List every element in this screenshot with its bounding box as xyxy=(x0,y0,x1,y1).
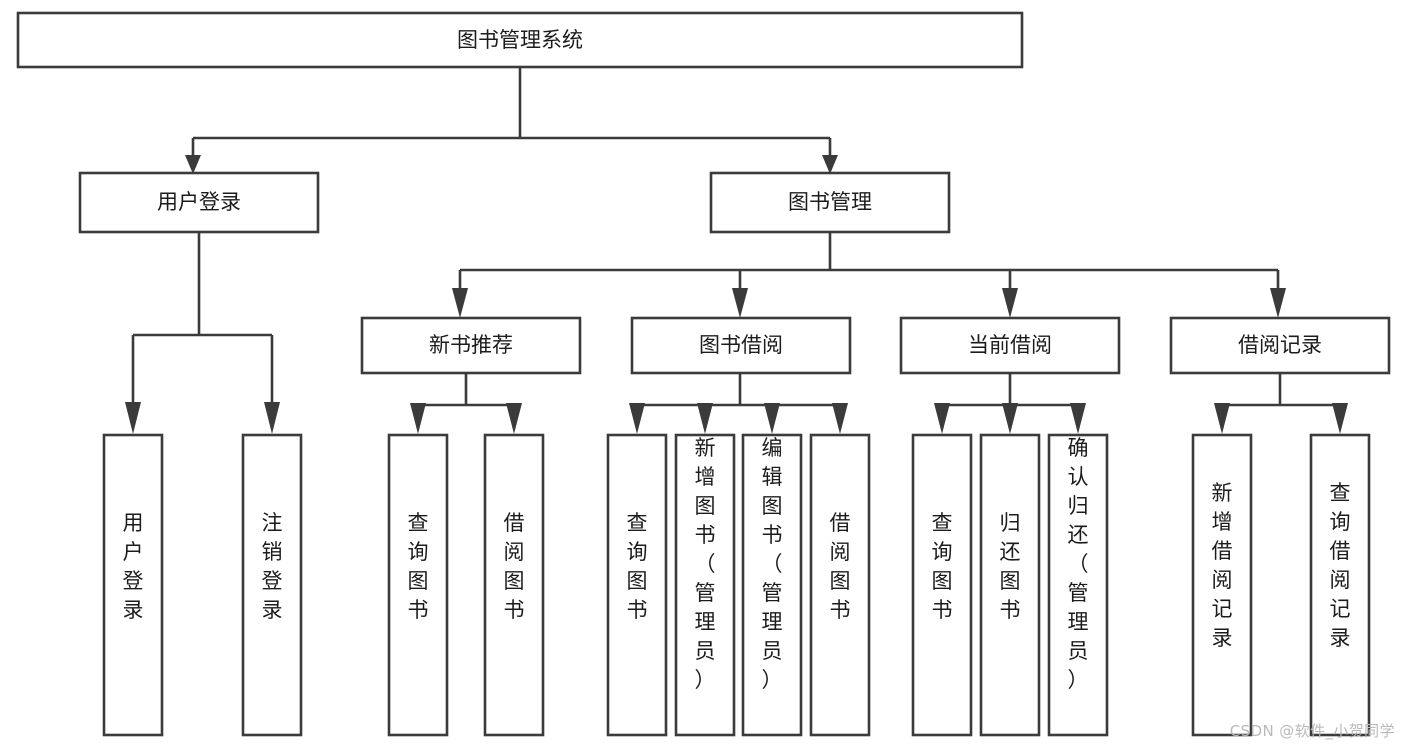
node-root[interactable]: 图书管理系统 xyxy=(16,11,1024,69)
arrow-head-leaf-borrow-2 xyxy=(697,403,713,434)
arrow-head-leaf-records-1 xyxy=(1214,403,1230,434)
arrow-head-leaf-user-login-1 xyxy=(125,402,141,434)
leaf-borrow-borrow-book-label: 借阅图书 xyxy=(830,511,851,622)
leaf-node[interactable]: 借阅图书 xyxy=(809,433,871,737)
node-new-book-recommend-label: 新书推荐 xyxy=(429,333,513,357)
leaf-borrow-borrow-book-box[interactable] xyxy=(809,433,871,737)
arrow-head-leaf-current-2 xyxy=(1002,403,1018,434)
leaf-user-login-login-box[interactable] xyxy=(102,433,164,737)
node-current-borrow-label: 当前借阅 xyxy=(968,333,1052,357)
arrow-head-leaf-borrow-1 xyxy=(629,403,645,434)
node-root-box[interactable] xyxy=(16,11,1024,69)
node-book-management-box[interactable] xyxy=(709,171,951,234)
leaf-current-return-label: 归还图书 xyxy=(1000,511,1021,622)
leaf-user-login-login-label: 用户登录 xyxy=(123,511,144,622)
node-user-login-label: 用户登录 xyxy=(157,190,241,214)
arrow-head-leaf-new-book-1 xyxy=(410,403,426,434)
leaf-user-login-logout-label: 注销登录 xyxy=(262,511,283,622)
arrow-head-book-borrow xyxy=(732,288,748,318)
leaf-borrow-edit-book-label: 编辑图书（管理员） xyxy=(762,436,783,692)
arrow-head-leaf-current-1 xyxy=(934,403,950,434)
node-root-label: 图书管理系统 xyxy=(457,28,583,52)
leaf-node[interactable]: 查询借阅记录 xyxy=(1309,433,1371,737)
connector-layer xyxy=(125,67,1348,434)
node-book-management[interactable]: 图书管理 xyxy=(709,171,951,234)
leaf-node[interactable]: 查询图书 xyxy=(606,433,668,737)
node-current-borrow-box[interactable] xyxy=(899,316,1121,375)
leaf-node[interactable]: 查询图书 xyxy=(387,433,449,737)
arrow-head-leaf-borrow-3 xyxy=(764,403,780,434)
arrow-head-leaf-user-login-2 xyxy=(264,402,280,434)
node-book-borrow-box[interactable] xyxy=(630,316,852,375)
leaf-new-book-borrow-box[interactable] xyxy=(483,433,545,737)
leaf-node[interactable]: 查询图书 xyxy=(911,433,973,737)
arrow-head-new-book xyxy=(452,288,468,318)
leaf-records-query-box[interactable] xyxy=(1309,433,1371,737)
arrow-head-user-login xyxy=(185,155,201,174)
leaf-node[interactable]: 归还图书 xyxy=(979,433,1041,737)
arrow-head-borrow-records xyxy=(1270,288,1286,318)
node-user-login[interactable]: 用户登录 xyxy=(78,171,320,234)
arrow-head-current-borrow xyxy=(1002,288,1018,318)
leaf-node[interactable]: 注销登录 xyxy=(241,433,303,737)
leaf-borrow-add-book-box[interactable] xyxy=(674,433,736,737)
leaf-current-return-box[interactable] xyxy=(979,433,1041,737)
node-current-borrow[interactable]: 当前借阅 xyxy=(899,316,1121,375)
leaf-current-query-label: 查询图书 xyxy=(932,511,953,622)
leaf-records-query-label: 查询借阅记录 xyxy=(1330,481,1351,650)
leaf-borrow-edit-book-box[interactable] xyxy=(741,433,803,737)
leaf-node[interactable]: 确认归还（管理员） xyxy=(1047,433,1109,737)
leaf-new-book-borrow-label: 借阅图书 xyxy=(504,511,525,622)
node-book-borrow-label: 图书借阅 xyxy=(699,333,783,357)
leaf-borrow-add-book-label: 新增图书（管理员） xyxy=(695,436,716,692)
node-book-management-label: 图书管理 xyxy=(788,190,872,214)
arrow-head-leaf-current-3 xyxy=(1070,403,1086,434)
leaf-new-book-query-box[interactable] xyxy=(387,433,449,737)
leaf-node[interactable]: 用户登录 xyxy=(102,433,164,737)
leaf-current-confirm-return-box[interactable] xyxy=(1047,433,1109,737)
node-new-book-recommend-box[interactable] xyxy=(360,316,582,375)
leaf-borrow-query-label: 查询图书 xyxy=(627,511,648,622)
node-borrow-records-label: 借阅记录 xyxy=(1238,333,1322,357)
leaf-new-book-query-label: 查询图书 xyxy=(408,511,429,622)
leaf-borrow-query-box[interactable] xyxy=(606,433,668,737)
node-book-borrow[interactable]: 图书借阅 xyxy=(630,316,852,375)
leaf-current-query-box[interactable] xyxy=(911,433,973,737)
leaf-node[interactable]: 编辑图书（管理员） xyxy=(741,433,803,737)
leaf-current-confirm-return-label: 确认归还（管理员） xyxy=(1068,436,1089,692)
leaf-node[interactable]: 借阅图书 xyxy=(483,433,545,737)
leaf-records-add-label: 新增借阅记录 xyxy=(1212,481,1233,650)
node-user-login-box[interactable] xyxy=(78,171,320,234)
node-borrow-records[interactable]: 借阅记录 xyxy=(1169,316,1391,375)
arrow-head-leaf-records-2 xyxy=(1332,403,1348,434)
arrow-head-leaf-borrow-4 xyxy=(832,403,848,434)
leaf-records-add-box[interactable] xyxy=(1191,433,1253,737)
leaf-node[interactable]: 新增图书（管理员） xyxy=(674,433,736,737)
node-new-book-recommend[interactable]: 新书推荐 xyxy=(360,316,582,375)
leaf-user-login-logout-box[interactable] xyxy=(241,433,303,737)
leaf-node[interactable]: 新增借阅记录 xyxy=(1191,433,1253,737)
arrow-head-leaf-new-book-2 xyxy=(506,403,522,434)
arrow-head-book-mgmt xyxy=(822,155,838,174)
node-borrow-records-box[interactable] xyxy=(1169,316,1391,375)
